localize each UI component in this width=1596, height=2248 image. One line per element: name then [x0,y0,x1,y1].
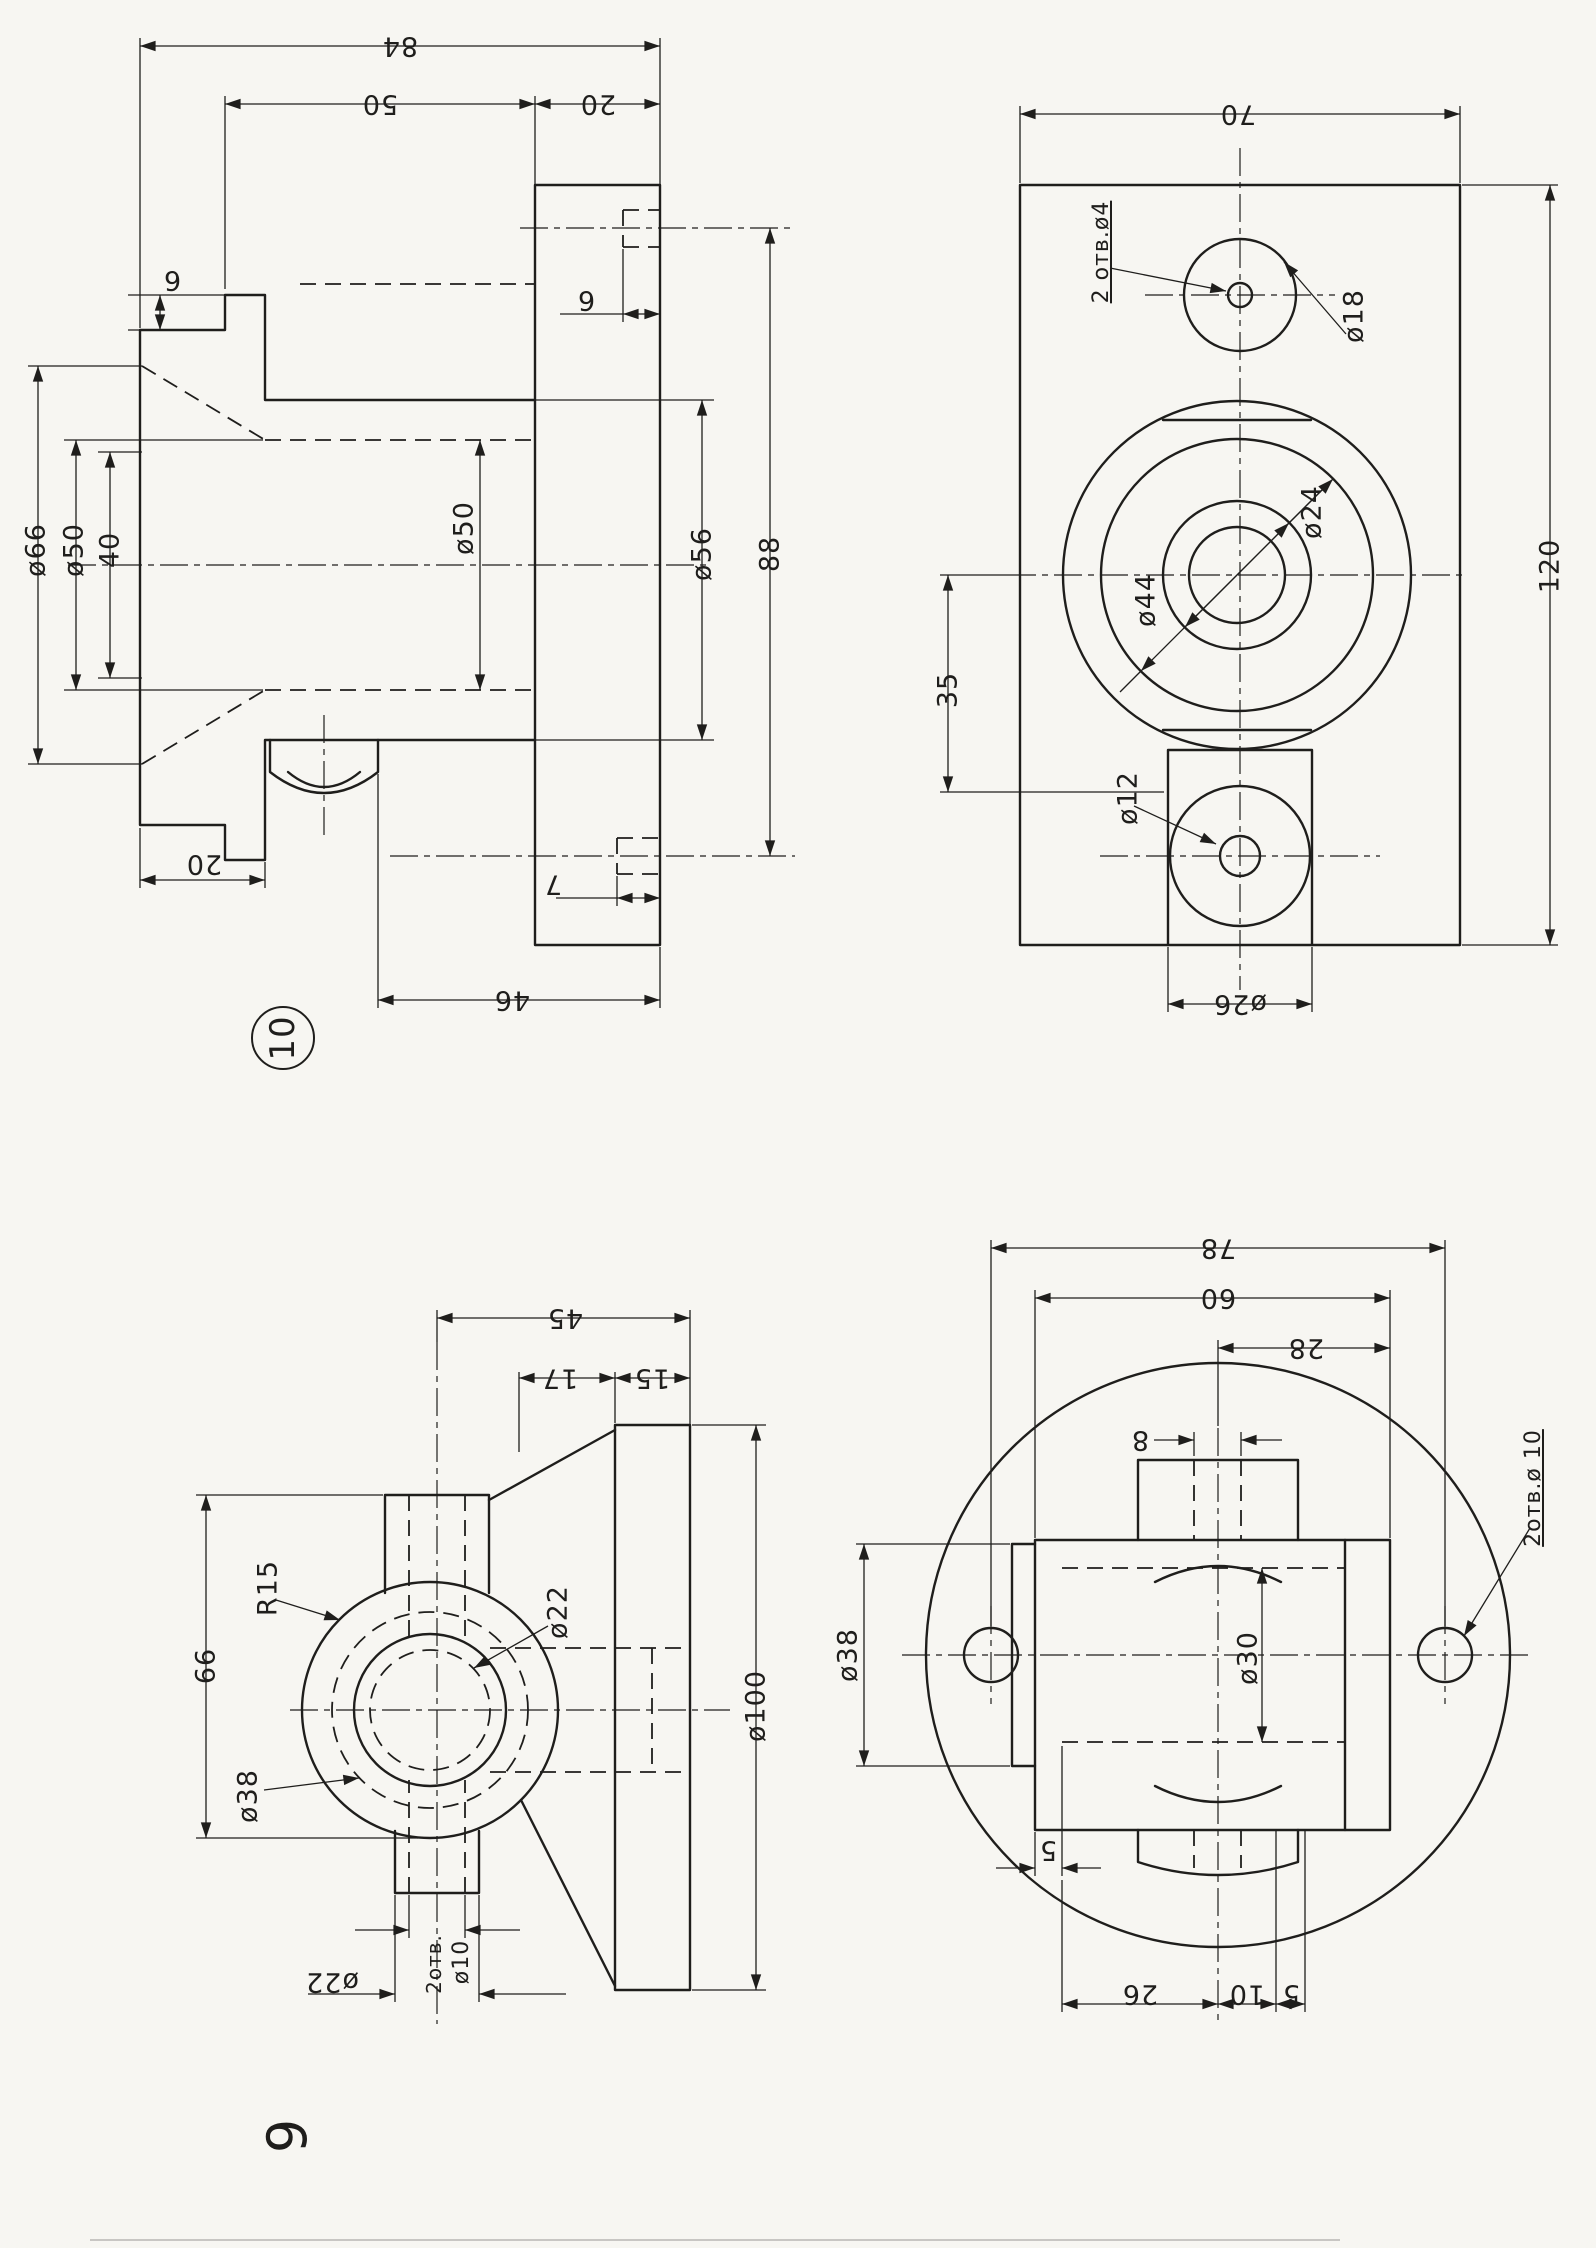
dim-5-bottom: 5 [1281,1978,1301,2010]
dim-6-hole-depth: 6 [576,284,596,316]
dim-d38-front: ø38 [832,1628,864,1682]
dim-5-side: 5 [1038,1834,1058,1866]
part-9-front-view [856,1240,1532,2022]
dim-r15: R15 [252,1559,284,1617]
dim-d22-boss: ø22 [305,1966,359,1998]
dim-78: 78 [1199,1232,1237,1264]
balloon-part-10: 10 [251,1006,315,1070]
dim-d100: ø100 [740,1669,772,1743]
note-2-holes-d4: 2 отв.ø4 [1089,200,1114,304]
dim-d12: ø12 [1112,771,1144,825]
dim-45: 45 [546,1302,584,1334]
dim-d30: ø30 [1232,1631,1264,1685]
page-number: 9 [256,2118,319,2154]
dim-10: 10 [1228,1978,1266,2010]
part-10-section-view [28,38,795,1008]
part-10-front-view [940,106,1558,1012]
dim-d10: ø10 [449,1939,474,1985]
dim-50-length: 50 [361,88,399,120]
dim-70: 70 [1219,98,1257,130]
dim-d38-section: ø38 [232,1769,264,1823]
dim-d44: ø44 [1130,573,1162,627]
dim-d22-bore: ø22 [542,1585,574,1639]
dim-8: 8 [1130,1424,1150,1456]
note-2-holes: 2отв. [422,1934,446,1994]
dim-20-hub: 20 [185,848,223,880]
dim-6-step: 6 [162,264,182,296]
dim-d50-bore: ø50 [448,501,480,555]
dim-d66: ø66 [20,523,52,577]
dim-d18: ø18 [1338,289,1370,343]
dim-26: 26 [1121,1978,1159,2010]
part-9-section-view [196,1310,766,2024]
dim-d26: ø26 [1213,988,1267,1020]
dim-17: 17 [541,1362,579,1394]
dim-15: 15 [633,1362,671,1394]
dim-66: 66 [190,1647,222,1685]
dim-20-flange: 20 [579,88,617,120]
note-2-holes-d10: 2отв.ø 10 [1521,1429,1546,1547]
dim-28: 28 [1287,1332,1325,1364]
dim-7-hole-depth: 7 [543,868,563,900]
dim-120: 120 [1534,538,1566,594]
dim-88-centers: 88 [754,535,786,573]
dim-40-depth: 40 [94,531,126,569]
dim-d56-body: ø56 [686,527,718,581]
dim-46: 46 [493,984,531,1016]
dim-d50-taper: ø50 [58,523,90,577]
dim-35: 35 [932,671,964,709]
dim-60: 60 [1199,1282,1237,1314]
dim-d24: ø24 [1296,485,1328,539]
dim-84: 84 [381,30,419,62]
